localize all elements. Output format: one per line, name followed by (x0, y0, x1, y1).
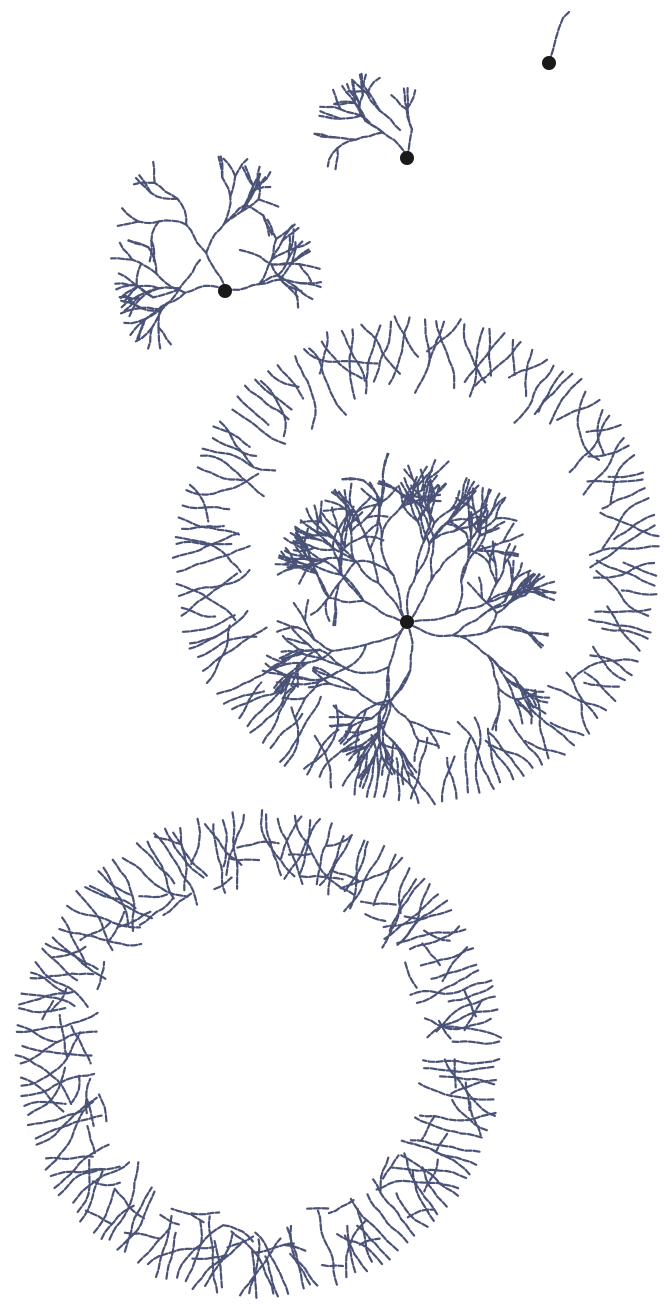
root-node (542, 56, 556, 70)
branch-segment (513, 561, 514, 582)
branch-segment (455, 1059, 456, 1087)
branch-segment (342, 479, 363, 480)
branch-segment (320, 502, 321, 523)
branch-segment (159, 287, 180, 288)
root-node (218, 284, 232, 298)
branch-segment (153, 162, 155, 183)
branch-segment (498, 689, 499, 710)
branch-segment (299, 650, 320, 651)
branch-segment (335, 604, 336, 625)
root-node (400, 151, 414, 165)
branch-segment (289, 854, 310, 855)
branch-segment (346, 731, 367, 732)
branch-segment (231, 859, 259, 860)
root-node (400, 615, 414, 629)
branch-segment (297, 666, 298, 687)
branch-segment (307, 1208, 328, 1209)
branch-segment (322, 1265, 343, 1266)
